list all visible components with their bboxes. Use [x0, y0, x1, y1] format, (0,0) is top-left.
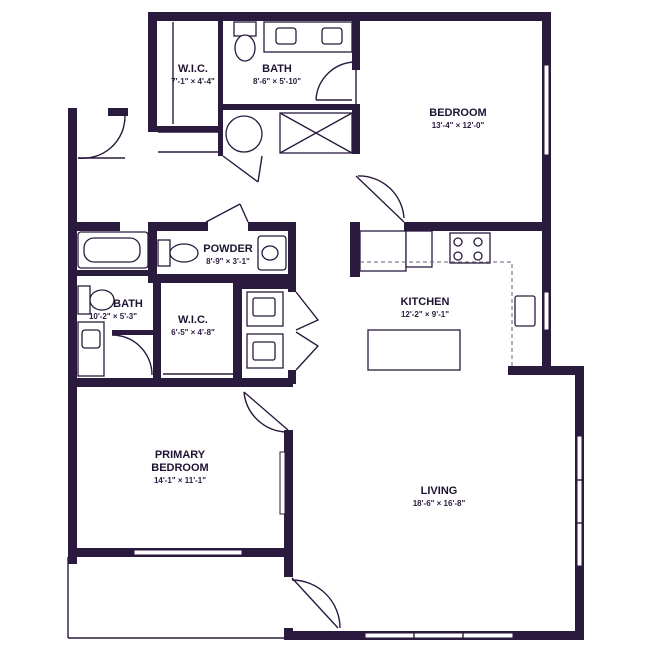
- room-powder-dims: 8'-9" × 3'-1": [206, 257, 250, 266]
- room-wic-top-name: W.I.C.: [178, 63, 208, 75]
- room-powder-name: POWDER: [203, 243, 253, 255]
- room-wic-left-dims: 6'-5" × 4'-8": [171, 328, 215, 337]
- room-kitchen-dims: 12'-2" × 9'-1": [401, 310, 449, 319]
- room-labels: W.I.C. 7'-1" × 4'-4" BATH 8'-6" × 5'-10"…: [89, 63, 487, 508]
- room-wic-top-dims: 7'-1" × 4'-4": [171, 77, 215, 86]
- interior-walls: [68, 12, 551, 554]
- room-bedroom-dims: 13'-4" × 12'-0": [432, 121, 485, 130]
- room-bath-left-dims: 10'-2" × 5'-3": [89, 312, 137, 321]
- room-primary-name-line1: PRIMARY: [155, 449, 206, 461]
- fixtures: [77, 21, 536, 377]
- room-living-dims: 18'-6" × 16'-8": [413, 499, 466, 508]
- room-primary-dims: 14'-1" × 11'-1": [154, 476, 206, 485]
- room-living-name: LIVING: [421, 485, 458, 497]
- room-bath-left-name: BATH: [113, 298, 143, 310]
- doors: [77, 61, 405, 629]
- room-kitchen-name: KITCHEN: [401, 296, 450, 308]
- windows: [133, 64, 583, 639]
- room-bedroom-name: BEDROOM: [429, 107, 486, 119]
- room-wic-left-name: W.I.C.: [178, 314, 208, 326]
- room-bath-top-name: BATH: [262, 63, 292, 75]
- room-primary-name-line2: BEDROOM: [151, 462, 208, 474]
- room-bath-top-dims: 8'-6" × 5'-10": [253, 77, 301, 86]
- balcony: [67, 557, 290, 639]
